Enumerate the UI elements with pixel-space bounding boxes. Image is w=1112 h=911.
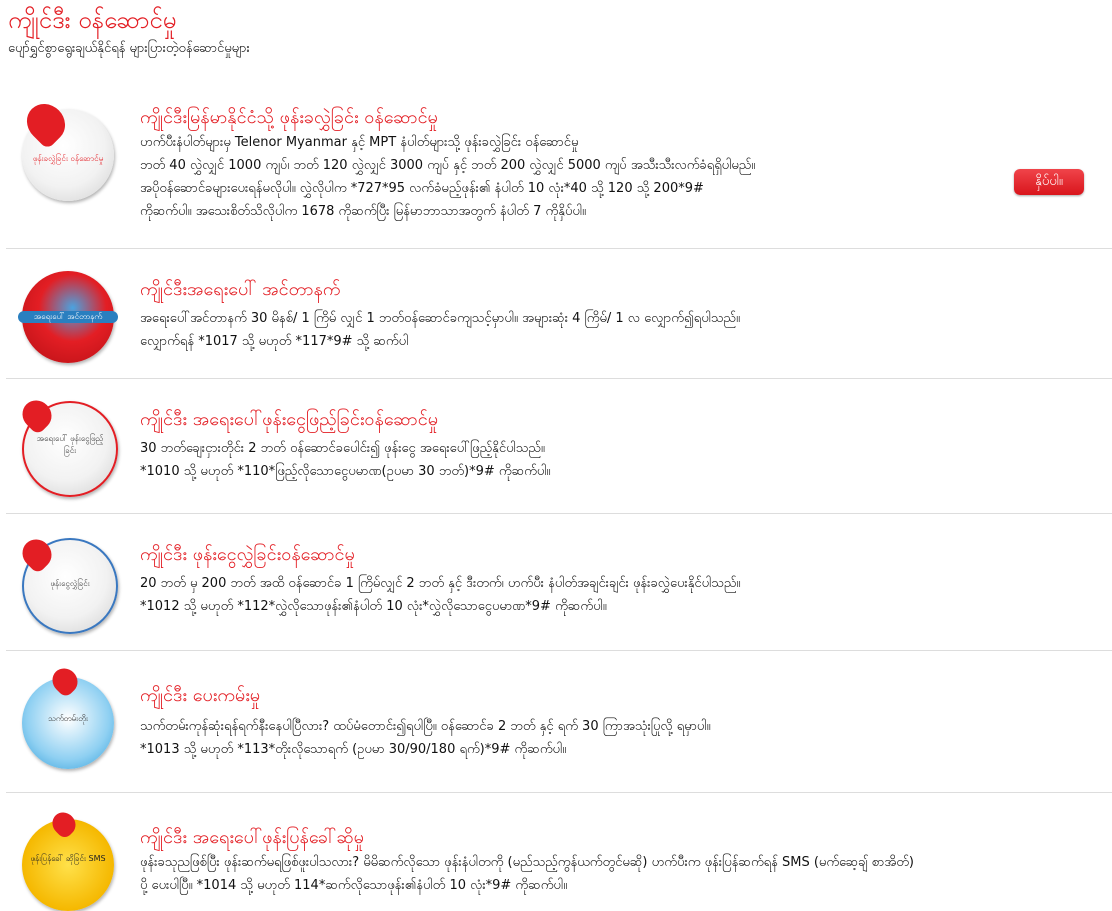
credit-transfer-icon: ဖုန်းငွေလွှဲခြင်း — [16, 533, 118, 634]
service-title[interactable]: ကျိုင်ဒီး အရေးပေါ်ဖုန်းငွေဖြည့်ခြင်းဝန်ဆ… — [140, 409, 438, 430]
service-description: 20 ဘတ် မှ 200 ဘတ် အထိ ဝန်ဆောင်ခ 1 ကြိမ်လ… — [140, 572, 740, 618]
validity-extension-icon: သက်တမ်းတိုး — [22, 663, 114, 769]
icon-caption: ဖုန်းငွေလွှဲခြင်း — [50, 579, 90, 588]
page-title: ကျိုင်ဒီး ဝန်ဆောင်မှု — [8, 6, 177, 34]
service-title[interactable]: ကျိုင်ဒီး အရေးပေါ်ဖုန်းပြန်ခေါ်ဆိုမှု — [140, 827, 364, 848]
service-item-emergency-internet: အရေးပေါ် အင်တာနက် ကျိုင်ဒီးအရေးပေါ် အင်တ… — [6, 248, 1112, 379]
description-line: ဟက်ပီးနံပါတ်များမှ Telenor Myanmar နှင့်… — [140, 135, 579, 150]
service-item-call-me-back: ဖုန်းပြန်ခေါ် ဆိုခြင်း SMS ကျိုင်ဒီး အရေ… — [6, 792, 1112, 911]
service-description: ဖုန်းခသုညဖြစ်ပြီး ဖုန်းဆက်မရဖြစ်ဖူးပါသလာ… — [140, 851, 914, 897]
service-description: 30 ဘတ်ချေးငှားတိုင်း 2 ဘတ် ဝန်ဆောင်ခပေါင… — [140, 437, 550, 483]
emergency-internet-icon: အရေးပေါ် အင်တာနက် — [18, 271, 118, 363]
service-description: သက်တမ်းကုန်ဆုံးရန်ရက်နီးနေပါပြီလား? ထပ်မ… — [140, 715, 711, 761]
service-item-emergency-topup: အရေးပေါ် ဖုန်းငွေဖြည့်ခြင်း ကျိုင်ဒီး အရ… — [6, 378, 1112, 514]
description-line: 30 ဘတ်ချေးငှားတိုင်း 2 ဘတ် ဝန်ဆောင်ခပေါင… — [140, 441, 545, 456]
description-line: ကိုဆက်ပါ။ အသေးစိတ်သိလိုပါက 1678 ကိုဆက်ပြ… — [140, 204, 586, 219]
icon-caption: အရေးပေါ် ဖုန်းငွေဖြည့်ခြင်း — [36, 434, 104, 455]
emergency-topup-icon: အရေးပေါ် ဖုန်းငွေဖြည့်ခြင်း — [16, 394, 118, 497]
description-line: *1010 သို့ မဟုတ် *110*ဖြည့်လိုသောငွေပမာဏ… — [140, 464, 551, 479]
heart-logo-icon — [16, 394, 58, 436]
service-item-balance-transfer-myanmar: ဖုန်းခလွှဲခြင်း ဝန်ဆောင်မှု ကျိုင်ဒီးမြန… — [6, 95, 1112, 248]
description-line: လျှောက်ရန် *1017 သို့ မဟုတ် *117*9# သို့… — [140, 334, 409, 349]
description-line: ဘတ် 40 လွှဲလျှင် 1000 ကျပ်၊ ဘတ် 120 လွှဲ… — [140, 158, 756, 173]
service-title[interactable]: ကျိုင်ဒီးမြန်မာနိုင်ငံသို့ ဖုန်းခလွှဲခြင… — [140, 107, 438, 128]
description-line: အရေးပေါ်အင်တာနက် 30 မိနစ်/ 1 ကြိမ် လျှင်… — [140, 311, 740, 326]
page-subtitle: ပျော်ရွှင်စွာရွေးချယ်နိုင်ရန် များပြားတဲ… — [8, 41, 250, 56]
icon-caption: သက်တမ်းတိုး — [48, 714, 88, 723]
service-item-validity-extension: သက်တမ်းတိုး ကျိုင်ဒီး ပေးကမ်းမှု သက်တမ်း… — [6, 650, 1112, 793]
service-description: ဟက်ပီးနံပါတ်များမှ Telenor Myanmar နှင့်… — [140, 131, 755, 223]
description-line: ဖုန်းခသုညဖြစ်ပြီး ဖုန်းဆက်မရဖြစ်ဖူးပါသလာ… — [140, 855, 915, 870]
service-title[interactable]: ကျိုင်ဒီး ဖုန်းငွေလွှဲခြင်းဝန်ဆောင်မှု — [140, 544, 355, 565]
service-item-credit-transfer: ဖုန်းငွေလွှဲခြင်း ကျိုင်ဒီး ဖုန်းငွေလွှဲ… — [6, 513, 1112, 651]
heart-logo-icon — [19, 96, 73, 150]
heart-logo-icon — [47, 807, 81, 841]
description-line: သက်တမ်းကုန်ဆုံးရန်ရက်နီးနေပါပြီလား? ထပ်မ… — [140, 719, 711, 734]
balance-transfer-myanmar-icon: ဖုန်းခလွှဲခြင်း ဝန်ဆောင်မှု — [19, 96, 114, 201]
icon-caption: ဖုန်းပြန်ခေါ် ဆိုခြင်း SMS — [30, 854, 106, 863]
heart-logo-icon — [47, 663, 83, 699]
description-line: 20 ဘတ် မှ 200 ဘတ် အထိ ဝန်ဆောင်ခ 1 ကြိမ်လ… — [140, 576, 741, 591]
icon-caption: အရေးပေါ် အင်တာနက် — [18, 311, 118, 323]
service-title[interactable]: ကျိုင်ဒီးအရေးပေါ် အင်တာနက် — [140, 279, 341, 300]
description-line: *1013 သို့ မဟုတ် *113*တိုးလိုသောရက် (ဥပမ… — [140, 742, 567, 757]
description-line: *1012 သို့ မဟုတ် *112*လွှဲလိုသောဖုန်း၏နံ… — [140, 599, 607, 614]
icon-caption: ဖုန်းခလွှဲခြင်း ဝန်ဆောင်မှု — [32, 154, 104, 163]
heart-logo-icon — [16, 533, 58, 575]
description-line: အပိုဝန်ဆောင်ခများပေးရန်မလိုပါ။ လွှဲလိုပါ… — [140, 181, 704, 196]
press-button[interactable]: နှိပ်ပါ။ — [1014, 169, 1084, 195]
service-description: အရေးပေါ်အင်တာနက် 30 မိနစ်/ 1 ကြိမ် လျှင်… — [140, 307, 740, 353]
call-me-back-icon: ဖုန်းပြန်ခေါ် ဆိုခြင်း SMS — [22, 807, 114, 911]
description-line: ပို့ ပေးပါပြီ။ *1014 သို့ မဟုတ် 114*ဆက်လ… — [140, 878, 568, 893]
service-title[interactable]: ကျိုင်ဒီး ပေးကမ်းမှု — [140, 685, 261, 706]
